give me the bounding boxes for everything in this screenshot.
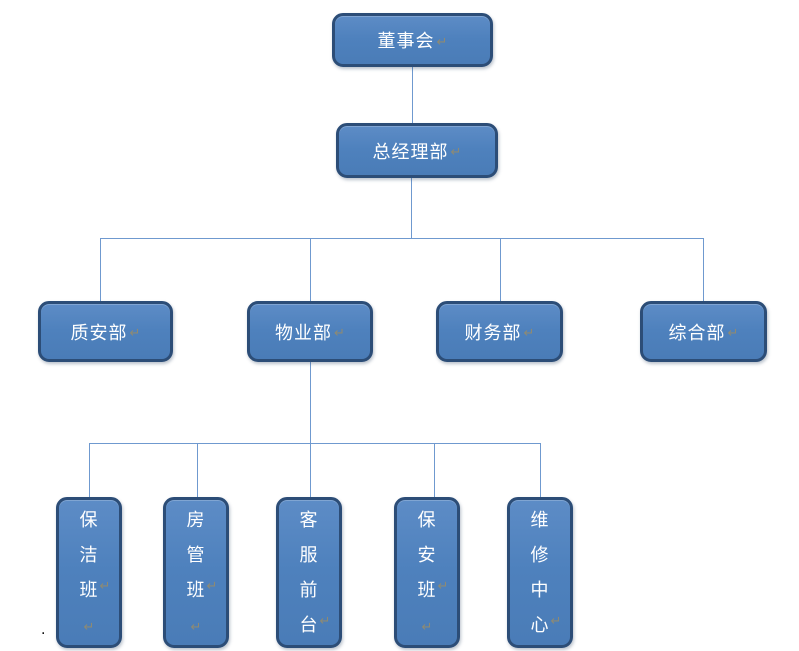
node-service-desk-char: 服 [299,544,319,566]
node-finance[interactable]: 财务部↵ [436,301,563,362]
connector-drop-finance [500,238,501,303]
return-mark: ↵ [523,326,535,341]
return-mark: ↵ [190,619,202,635]
node-board[interactable]: 董事会↵ [332,13,493,67]
connector-drop-general-affairs [703,238,704,301]
node-general-manager-label: 总经理部 [372,141,449,163]
node-finance-label: 财务部 [464,322,522,344]
node-service-desk[interactable]: 客 服 前 台↵ [276,497,342,648]
return-mark: ↵ [99,578,111,594]
node-general-affairs[interactable]: 综合部↵ [640,301,767,362]
return-mark: ↵ [437,578,449,594]
node-maintenance-center-char: 心 [530,614,550,636]
connector-drop-property [310,238,311,303]
node-quality-safety-label: 质安部 [70,322,128,344]
return-mark: ↵ [421,619,433,635]
node-board-label: 董事会 [377,31,435,52]
node-service-desk-char: 客 [299,509,319,531]
node-service-desk-char: 台 [299,614,319,636]
node-housing-team-char: 管 [186,544,206,566]
node-cleaning-team-char: 班 [79,579,99,601]
stray-period: . [41,622,46,638]
node-property-label: 物业部 [275,322,333,344]
connector-level4-bus [89,443,541,444]
node-maintenance-center-char: 维 [530,509,550,531]
connector-property-to-bus [310,362,311,443]
node-security-team[interactable]: 保 安 班↵ ↵ [394,497,460,648]
return-mark: ↵ [129,326,141,341]
connector-drop-cleaning-team [89,443,90,497]
return-mark: ↵ [436,34,448,50]
node-quality-safety[interactable]: 质安部↵ [38,301,173,362]
connector-gm-to-bus [411,178,412,239]
return-mark: ↵ [206,578,218,594]
return-mark: ↵ [319,613,331,629]
node-maintenance-center[interactable]: 维 修 中 心↵ [507,497,573,648]
node-general-manager[interactable]: 总经理部↵ [336,123,498,178]
node-security-team-char: 安 [417,544,437,566]
node-cleaning-team-char: 洁 [79,544,99,566]
connector-drop-housing-team [197,443,198,497]
node-service-desk-char: 前 [299,579,319,601]
connector-drop-quality-safety [100,238,101,303]
node-security-team-char: 班 [417,579,437,601]
node-housing-team[interactable]: 房 管 班↵ ↵ [163,497,229,648]
node-cleaning-team-char: 保 [79,509,99,531]
connector-drop-service-desk [310,443,311,497]
connector-board-to-gm [412,67,413,123]
node-housing-team-char: 班 [186,579,206,601]
connector-level3-bus [100,238,704,239]
node-housing-team-char: 房 [186,509,206,531]
node-maintenance-center-char: 中 [530,579,550,601]
node-general-affairs-label: 综合部 [668,322,726,344]
node-maintenance-center-char: 修 [530,544,550,566]
connector-drop-security-team [434,443,435,497]
connector-drop-maintenance-center [540,443,541,497]
return-mark: ↵ [83,619,95,635]
return-mark: ↵ [550,613,562,629]
node-cleaning-team[interactable]: 保 洁 班↵ ↵ [56,497,122,648]
node-security-team-char: 保 [417,509,437,531]
return-mark: ↵ [450,145,462,160]
return-mark: ↵ [334,326,345,341]
node-property[interactable]: 物业部↵ [247,301,373,362]
return-mark: ↵ [727,326,739,341]
